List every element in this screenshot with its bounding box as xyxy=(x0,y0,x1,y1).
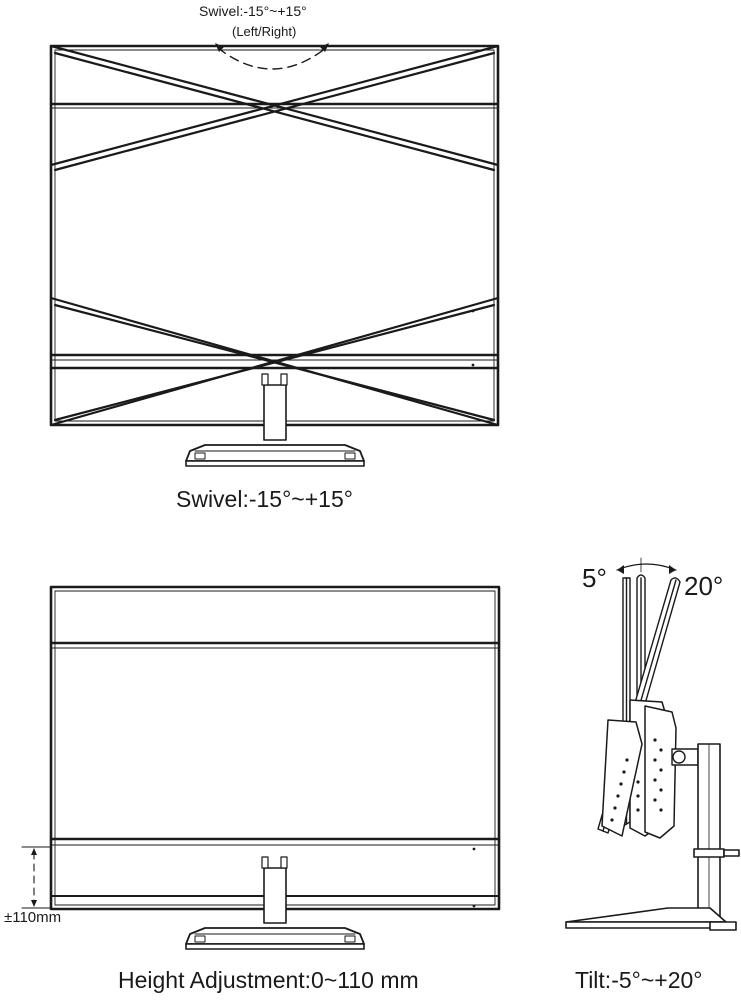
height-base xyxy=(185,927,365,950)
height-range-label: ±110mm xyxy=(4,909,62,926)
height-dimension-marker xyxy=(21,846,52,909)
tilt-view xyxy=(565,557,740,931)
tilt-hinge-arm xyxy=(671,748,699,766)
swivel-rotated-panels xyxy=(49,44,500,427)
tilt-forward-angle-label: 20° xyxy=(684,571,724,601)
tilt-back-angle-label: 5° xyxy=(582,563,607,593)
swivel-hinge-right xyxy=(280,373,288,386)
swivel-view xyxy=(49,43,500,467)
height-view xyxy=(21,585,501,950)
height-caption: Height Adjustment:0~110 mm xyxy=(118,967,419,993)
tilt-stand-column xyxy=(693,743,740,918)
tilt-base xyxy=(565,907,737,931)
tilt-rear-housing xyxy=(601,699,677,839)
swivel-top-sublabel: (Left/Right) xyxy=(232,24,297,39)
swivel-caption: Swivel:-15°~+15° xyxy=(176,486,353,512)
tilt-caption: Tilt:-5°~+20° xyxy=(575,967,703,993)
swivel-top-label: Swivel:-15°~+15° xyxy=(199,3,307,19)
tilt-vent-dots xyxy=(610,738,663,822)
swivel-base xyxy=(185,444,365,467)
swivel-hinge-left xyxy=(261,373,269,386)
tilt-angle-arc xyxy=(616,563,677,571)
swivel-arrow-icon xyxy=(217,47,327,70)
height-monitor-frame xyxy=(49,585,501,911)
